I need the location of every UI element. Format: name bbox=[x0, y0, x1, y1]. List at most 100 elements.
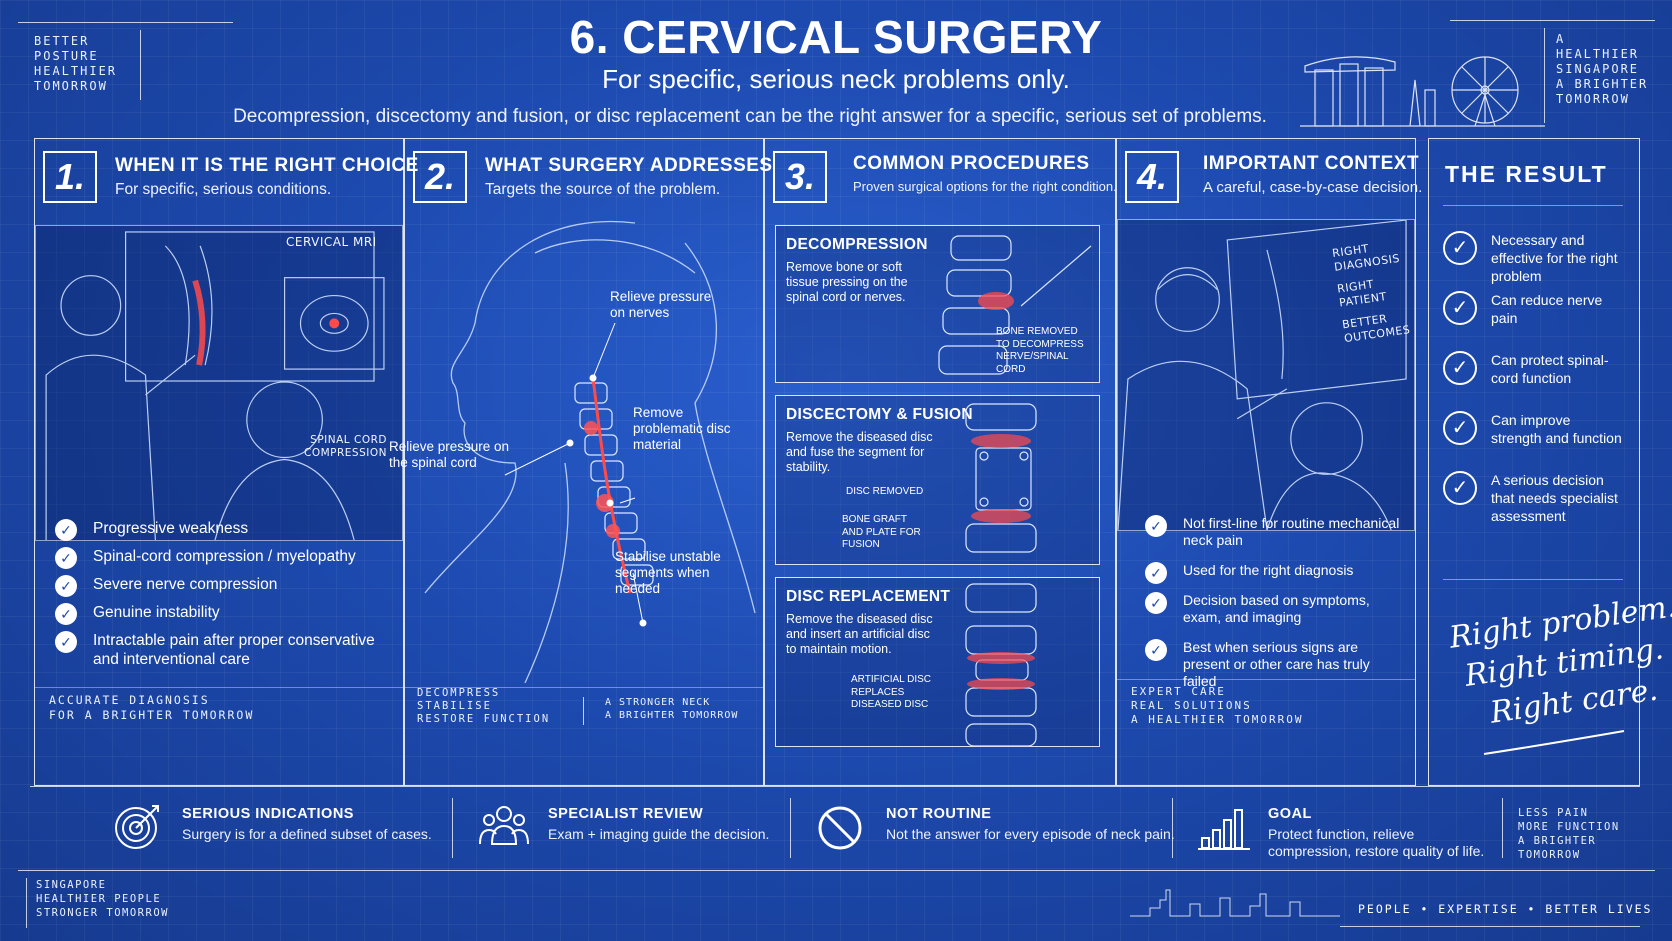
page-subtitle: For specific, serious neck problems only… bbox=[602, 64, 1070, 94]
divider bbox=[452, 798, 453, 858]
small-skyline-icon bbox=[1130, 889, 1340, 917]
list-item: ✓Intractable pain after proper conservat… bbox=[55, 631, 390, 669]
list-item: ✓A serious decision that needs specialis… bbox=[1443, 467, 1623, 527]
bar-growth-icon bbox=[1198, 809, 1250, 850]
frame-line bbox=[26, 878, 27, 928]
strip-desc: Exam + imaging guide the decision. bbox=[548, 826, 770, 842]
strip-desc: Not the answer for every episode of neck… bbox=[886, 826, 1175, 842]
strip-title: NOT ROUTINE bbox=[886, 806, 992, 822]
procedure-desc: Remove the diseased disc and insert an a… bbox=[786, 612, 933, 656]
list-item: ✓Spinal-cord compression / myelopathy bbox=[55, 547, 390, 569]
divider bbox=[1172, 798, 1173, 858]
panel-what-surgery-addresses: 2. WHAT SURGERY ADDRESSES Targets the so… bbox=[389, 138, 772, 786]
procedure-desc: Remove the diseased disc and fuse the se… bbox=[786, 430, 933, 474]
check-icon: ✓ bbox=[55, 575, 77, 597]
check-circle-icon: ✓ bbox=[1443, 411, 1477, 445]
list-item: ✓Decision based on symptoms, exam, and i… bbox=[1145, 592, 1407, 626]
procedure-title: DISCECTOMY & FUSION bbox=[786, 406, 973, 423]
divider bbox=[1443, 579, 1623, 580]
page-tagline: Decompression, discectomy and fusion, or… bbox=[233, 106, 1267, 127]
callout-nerves: Relieve pressure on nerves bbox=[610, 289, 712, 320]
check-icon: ✓ bbox=[1145, 639, 1167, 661]
list-item: ✓Progressive weakness bbox=[55, 519, 390, 541]
strip-title: SPECIALIST REVIEW bbox=[548, 806, 704, 822]
frame-line bbox=[30, 786, 1640, 787]
callout-disc: Remove problematic disc material bbox=[633, 405, 731, 452]
fusion-plate-illustration bbox=[965, 403, 1037, 553]
frame-line bbox=[140, 30, 141, 100]
list-item: ✓Not first-line for routine mechanical n… bbox=[1145, 515, 1407, 549]
frame-line bbox=[1450, 20, 1655, 21]
step-number: 3. bbox=[773, 151, 827, 203]
strip-desc: Protect function, relieve compression, r… bbox=[1268, 826, 1485, 859]
step-number: 4. bbox=[1125, 151, 1179, 203]
procedure-title: DECOMPRESSION bbox=[786, 236, 928, 253]
strip-specialist-review: SPECIALIST REVIEW Exam + imaging guide t… bbox=[478, 798, 778, 858]
check-icon: ✓ bbox=[55, 631, 77, 653]
team-icon bbox=[479, 806, 529, 845]
check-icon: ✓ bbox=[55, 547, 77, 569]
indications-list: ✓Progressive weakness ✓Spinal-cord compr… bbox=[55, 519, 390, 678]
footer-right-tag: PEOPLE • EXPERTISE • BETTER LIVES bbox=[1358, 902, 1653, 916]
divider bbox=[1117, 679, 1415, 680]
strip-not-routine: NOT ROUTINE Not the answer for every epi… bbox=[816, 798, 1176, 858]
list-item: ✓Genuine instability bbox=[55, 603, 390, 625]
panel-important-context: 4. IMPORTANT CONTEXT A careful, case-by-… bbox=[1116, 138, 1422, 786]
strip-title: SERIOUS INDICATIONS bbox=[182, 806, 354, 822]
divider bbox=[405, 687, 763, 688]
result-title: THE RESULT bbox=[1445, 161, 1608, 187]
divider bbox=[35, 687, 403, 688]
procedure-disc-replacement: DISC REPLACEMENT Remove the diseased dis… bbox=[775, 577, 1100, 747]
panel-subtitle: Targets the source of the problem. bbox=[485, 181, 721, 198]
panel-title: COMMON PROCEDURES bbox=[853, 153, 1090, 174]
artificial-disc-illustration bbox=[965, 583, 1037, 746]
vertebra-illustration bbox=[938, 235, 1092, 375]
check-icon: ✓ bbox=[1145, 562, 1167, 584]
panel-result: THE RESULT ✓Necessary and effective for … bbox=[1428, 138, 1672, 786]
strip-serious-indications: SERIOUS INDICATIONS Surgery is for a def… bbox=[112, 798, 442, 858]
panel-common-procedures: 3. COMMON PROCEDURES Proven surgical opt… bbox=[764, 138, 1117, 786]
panel-title: WHAT SURGERY ADDRESSES bbox=[485, 155, 773, 176]
result-slogan: Right problem. Right timing. Right care. bbox=[1447, 589, 1672, 731]
divider bbox=[1502, 798, 1503, 858]
check-circle-icon: ✓ bbox=[1443, 471, 1477, 505]
check-circle-icon: ✓ bbox=[1443, 231, 1477, 265]
target-icon bbox=[115, 805, 159, 849]
callout-cord: Relieve pressure on the spinal cord bbox=[389, 439, 510, 470]
check-icon: ✓ bbox=[55, 603, 77, 625]
procedure-discectomy-fusion: DISCECTOMY & FUSION Remove the diseased … bbox=[775, 395, 1100, 565]
neck-spine-illustration bbox=[424, 220, 756, 683]
check-icon: ✓ bbox=[1145, 592, 1167, 614]
list-item: ✓Used for the right diagnosis bbox=[1145, 562, 1407, 584]
strip-desc: Surgery is for a defined subset of cases… bbox=[182, 826, 432, 842]
panel-title: WHEN IT IS THE RIGHT CHOICE bbox=[115, 155, 419, 176]
skyline-illustration bbox=[1300, 56, 1545, 127]
frame-line bbox=[1544, 28, 1545, 123]
list-item: ✓Severe nerve compression bbox=[55, 575, 390, 597]
panel-right-choice: 1. WHEN IT IS THE RIGHT CHOICE For speci… bbox=[34, 138, 418, 786]
panel-subtitle: A careful, case-by-case decision. bbox=[1203, 179, 1423, 196]
frame-line bbox=[18, 22, 233, 23]
list-item: ✓Can improve strength and function bbox=[1443, 407, 1623, 467]
list-item: ✓Necessary and effective for the right p… bbox=[1443, 227, 1623, 287]
procedure-decompression: DECOMPRESSION Remove bone or soft tissue… bbox=[775, 225, 1100, 383]
panel-title: IMPORTANT CONTEXT bbox=[1203, 153, 1420, 174]
frame-line bbox=[1340, 926, 1640, 927]
procedure-note: DISC REMOVED bbox=[846, 486, 924, 497]
procedure-desc: Remove bone or soft tissue pressing on t… bbox=[786, 260, 908, 304]
page-title: 6. CERVICAL SURGERY bbox=[569, 11, 1103, 63]
frame-line bbox=[18, 870, 1655, 871]
list-item: ✓Best when serious signs are present or … bbox=[1145, 639, 1407, 690]
